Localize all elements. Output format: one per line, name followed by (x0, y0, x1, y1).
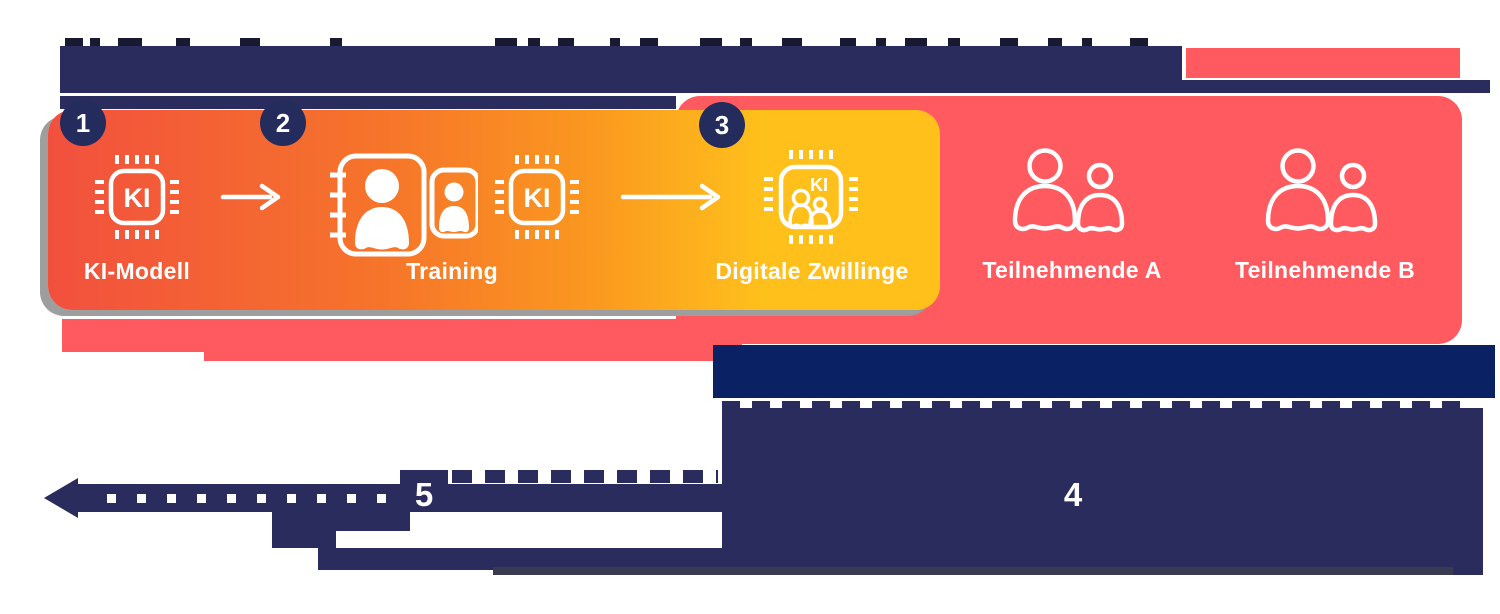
title-ascender-nub (495, 38, 517, 48)
title-ascender-nub (1000, 38, 1018, 48)
digital-twin-chip-icon: KI (756, 142, 866, 252)
redacted-text-blob (272, 531, 336, 548)
ki-chip-icon: KI (87, 147, 187, 247)
title-ascender-nub (876, 38, 886, 48)
title-ascender-nub (782, 38, 802, 48)
participant-a-label: Teilnehmende A (982, 257, 1162, 283)
step-2-label: Training (406, 258, 498, 284)
title-ascender-nub (740, 38, 752, 48)
title-ascender-nub (640, 38, 658, 48)
flow-number-4: 4 (1063, 476, 1083, 513)
title-highlight-block (1186, 48, 1460, 78)
title-ascender-nub (330, 38, 342, 48)
redacted-heading-bar (713, 345, 1495, 398)
title-ascender-nub (610, 38, 620, 48)
participant-b-label: Teilnehmende B (1234, 257, 1416, 283)
chip-label-text: KI (810, 175, 828, 195)
title-ascender-nub (176, 38, 190, 48)
redacted-paragraph-block (318, 548, 722, 570)
chip-label-text: KI (124, 183, 151, 213)
title-ascender-nub (1082, 38, 1092, 48)
redacted-paragraph-shadow-strip (493, 567, 1453, 575)
training-contacts-icon (328, 150, 478, 260)
dashed-flow-line (452, 470, 718, 483)
chip-label-text: KI (524, 183, 551, 213)
dash-notches (86, 494, 396, 503)
title-ascender-nub (840, 38, 856, 48)
step-3-badge: 3 (699, 102, 745, 148)
title-ascender-nub (905, 38, 927, 48)
step-1-label: KI-Modell (83, 258, 191, 284)
title-ascender-nub (700, 38, 722, 48)
step-1-badge: 1 (60, 100, 106, 146)
people-pair-icon (1260, 145, 1390, 245)
ki-chip-icon: KI (487, 147, 587, 247)
flow-line-segment (448, 484, 722, 512)
dashed-flow-line (78, 484, 400, 512)
title-ascender-nub (1048, 38, 1062, 48)
title-ascender-nub (65, 38, 83, 48)
redacted-paragraph-block (722, 408, 1483, 575)
title-ascender-nub (240, 38, 260, 48)
redacted-paragraph-ascenders (722, 401, 1462, 408)
redacted-subtitle-bar (60, 96, 676, 109)
redacted-text-blob (272, 512, 410, 531)
arrow-right-icon (620, 180, 724, 214)
title-ascender-nub (118, 38, 142, 48)
title-ascender-nub (558, 38, 574, 48)
flow-number-5: 5 (414, 476, 434, 513)
title-ascender-nub (528, 38, 540, 48)
flow-number-5-chip (400, 470, 448, 512)
title-ascender-nub (90, 38, 100, 48)
arrow-right-icon (220, 180, 284, 214)
redacted-title-underline-bar (60, 80, 1490, 93)
title-ascender-nub (948, 38, 960, 48)
redacted-caption-strip (204, 344, 742, 361)
title-ascender-nub (1130, 38, 1148, 48)
step-2-badge: 2 (260, 100, 306, 146)
people-pair-icon (1007, 145, 1137, 245)
step-3-label: Digitale Zwillinge (715, 258, 909, 284)
arrow-left-icon (44, 478, 78, 518)
